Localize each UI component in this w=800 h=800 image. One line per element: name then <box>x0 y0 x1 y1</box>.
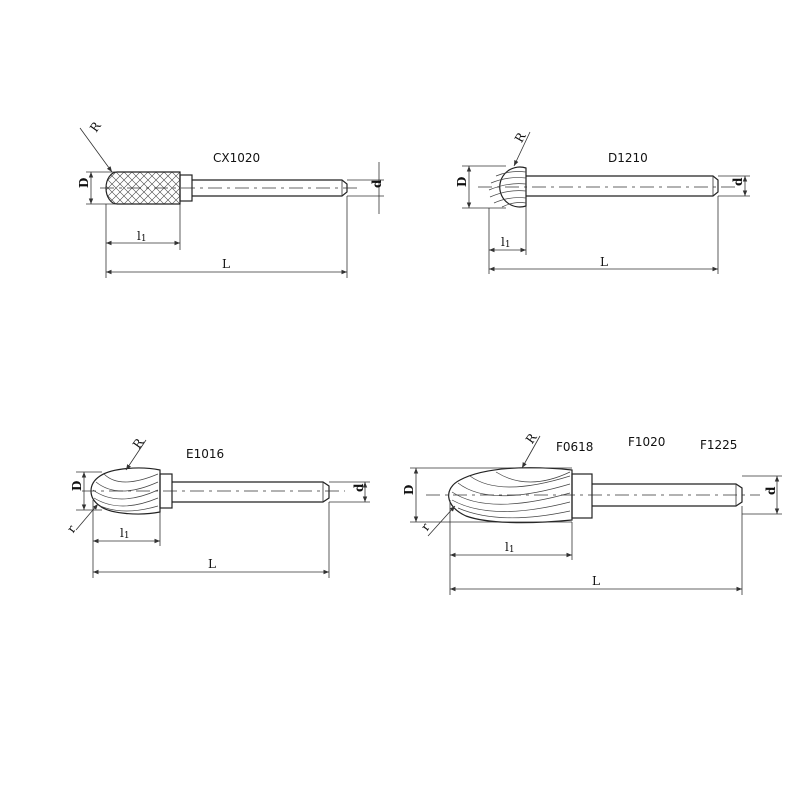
cx-l1-label: l1 <box>137 229 147 244</box>
cx-code: CX1020 <box>213 151 260 165</box>
tool-d1210: R D d l1 L D1210 <box>455 129 750 274</box>
f-l1-label: l1 <box>505 540 515 555</box>
f-code-2: F1020 <box>628 435 665 449</box>
d-shank <box>526 175 719 197</box>
e-rr-leader <box>75 503 99 531</box>
f-d-label: d <box>764 486 778 495</box>
d-code: D1210 <box>608 151 648 165</box>
cx-d-label: d <box>370 179 384 188</box>
d-L-label: L <box>600 255 608 269</box>
e-r-leader <box>125 439 147 471</box>
tool-e1016: R r D d l1 L E1016 <box>64 435 370 578</box>
f-rr-leader <box>427 505 456 537</box>
cx-head <box>105 171 181 205</box>
d-r-label: R <box>512 129 529 145</box>
e-code: E1016 <box>186 447 224 461</box>
f-L-label: L <box>592 574 600 588</box>
e-d-label: d <box>352 483 366 492</box>
d-l1-label: l1 <box>501 235 511 250</box>
f-code-1: F0618 <box>556 440 593 454</box>
tool-f-series: R r D d l1 L F0618 F1020 F1225 <box>402 430 782 595</box>
cx-r-leader <box>79 127 113 173</box>
f-code-3: F1225 <box>700 438 737 452</box>
f-D-label: D <box>402 485 416 495</box>
e-shank <box>172 481 330 503</box>
d-d-label: d <box>731 177 745 186</box>
f-r-leader <box>521 435 541 469</box>
cx-D-label: D <box>77 178 91 188</box>
f-shank <box>592 483 743 507</box>
tool-cx1020: R D d l1 L CX1020 <box>77 118 384 278</box>
f-neck <box>571 473 593 519</box>
d-r-leader <box>513 131 531 167</box>
d-D-label: D <box>455 177 469 187</box>
f-r-label: R <box>523 430 540 446</box>
e-r-label: R <box>130 435 147 451</box>
cx-r-label: R <box>87 118 104 134</box>
d-ball <box>499 166 527 208</box>
e-l1-label: l1 <box>120 526 130 541</box>
e-head <box>90 467 161 515</box>
e-L-label: L <box>208 557 216 571</box>
e-D-label: D <box>70 481 84 491</box>
cx-L-label: L <box>222 257 230 271</box>
